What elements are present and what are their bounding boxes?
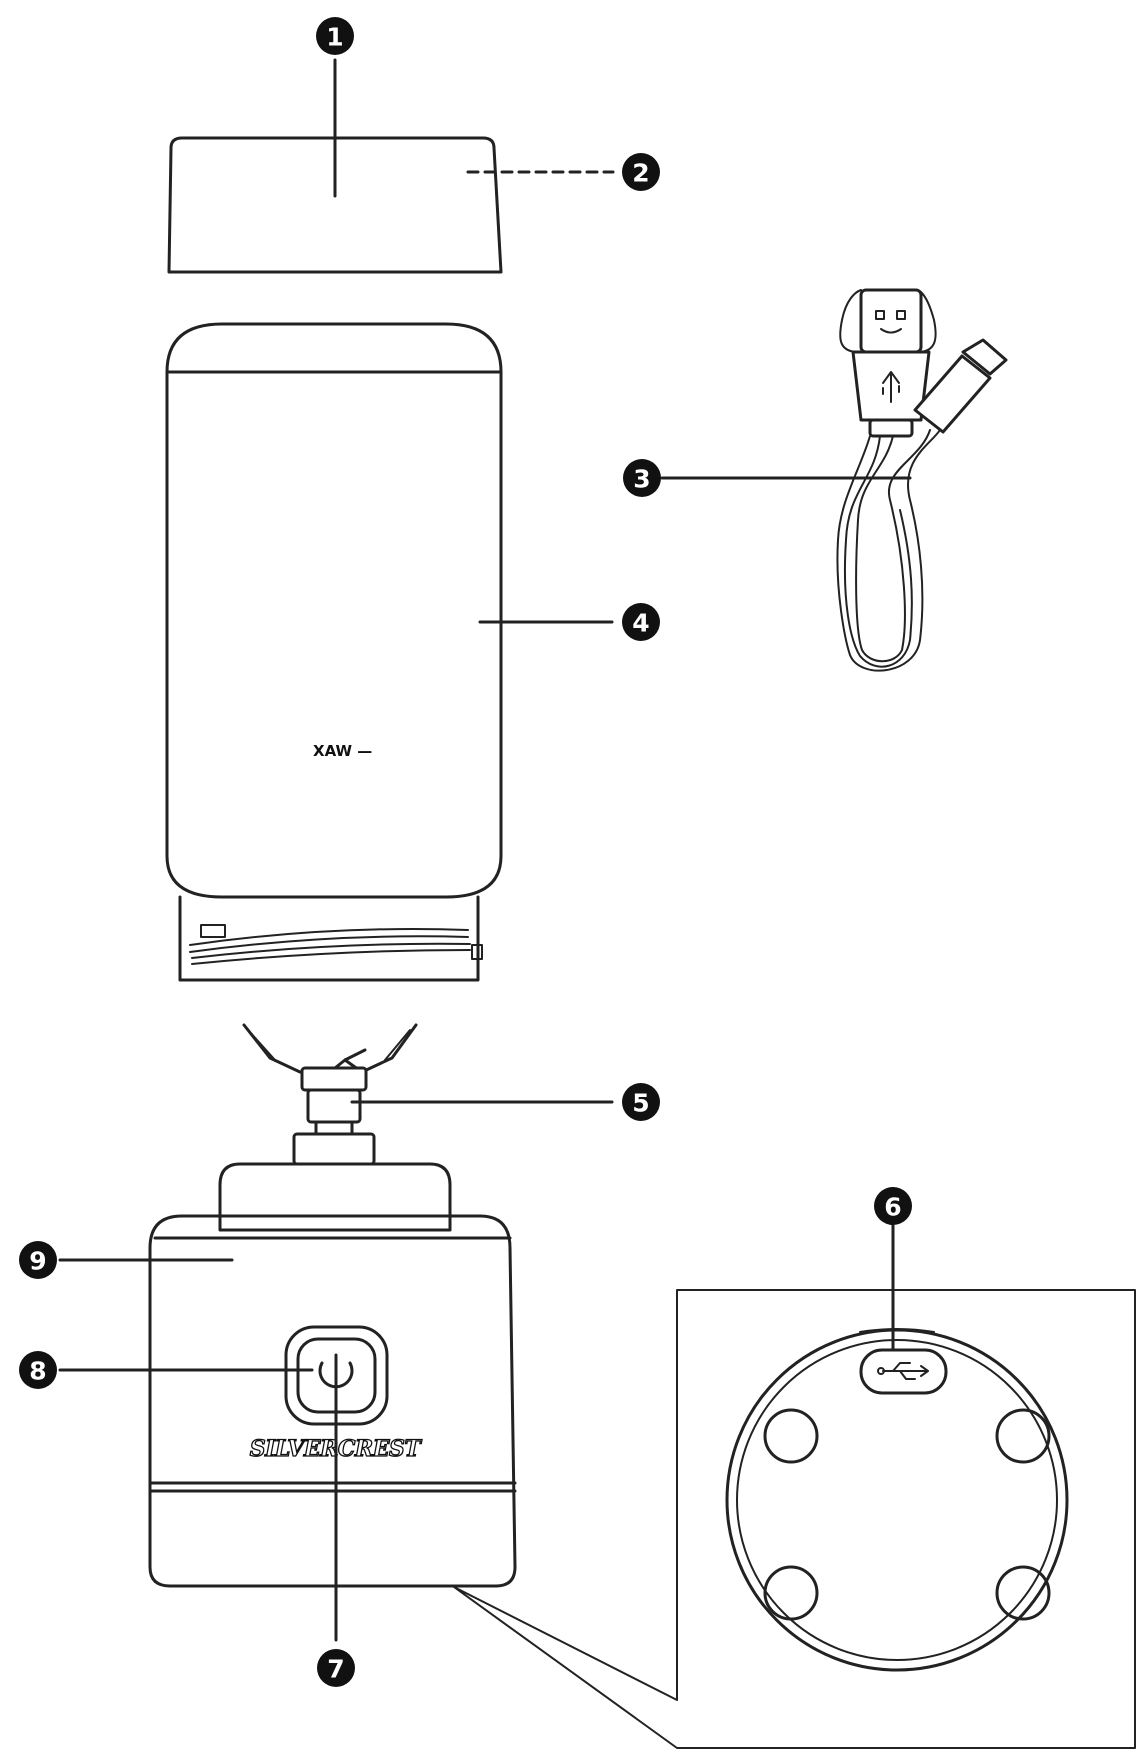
svg-text:3: 3 <box>633 465 650 494</box>
motor-base <box>148 1162 517 1588</box>
usb-icon <box>877 1362 929 1380</box>
svg-text:8: 8 <box>29 1357 46 1386</box>
callout-badge-9: 9 <box>19 1241 57 1279</box>
callout-badge-7: 7 <box>317 1649 355 1687</box>
max-fill-mark: XAW — <box>313 742 372 760</box>
usb-cable-icon <box>836 288 1008 672</box>
svg-text:9: 9 <box>29 1247 46 1276</box>
blade-icon <box>242 1023 418 1166</box>
callout-badge-2: 2 <box>622 153 660 191</box>
lid <box>167 136 503 274</box>
callout-badge-1: 1 <box>316 17 354 55</box>
svg-text:1: 1 <box>326 23 343 52</box>
svg-text:4: 4 <box>632 609 649 638</box>
blender-jar <box>165 322 503 982</box>
callout-badge-4: 4 <box>622 603 660 641</box>
base-bottom-detail <box>453 1289 1136 1749</box>
callout-badge-6: 6 <box>874 1187 912 1225</box>
callout-badge-5: 5 <box>622 1083 660 1121</box>
svg-text:2: 2 <box>632 159 649 188</box>
callout-badge-8: 8 <box>19 1351 57 1389</box>
callout-badge-3: 3 <box>623 459 661 497</box>
svg-text:5: 5 <box>632 1089 649 1118</box>
svg-text:7: 7 <box>327 1655 344 1684</box>
svg-text:6: 6 <box>884 1193 901 1222</box>
